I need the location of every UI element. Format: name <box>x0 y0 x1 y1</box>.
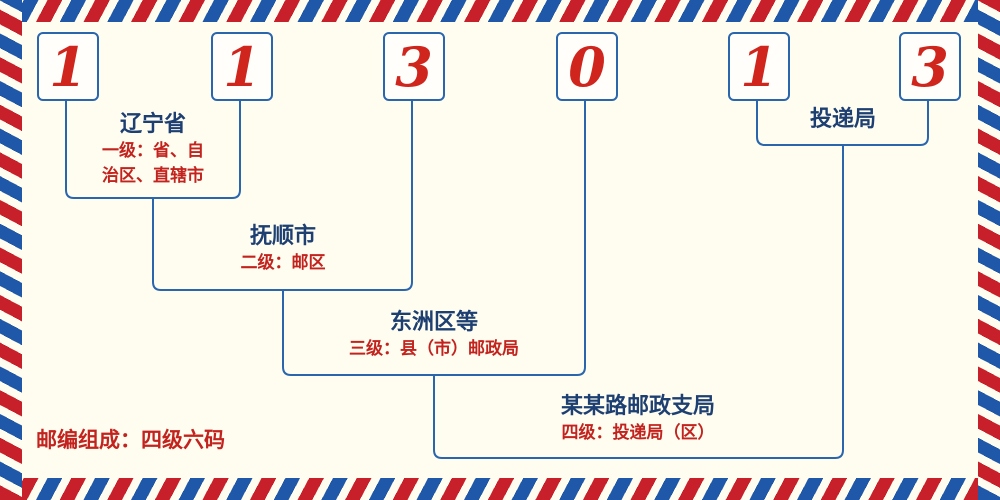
city-title: 抚顺市 <box>249 223 316 248</box>
envelope-stripe-border-right <box>978 0 1000 500</box>
province-level-desc-line1: 一级：省、自 <box>102 141 204 160</box>
digit-6: 3 <box>911 34 949 99</box>
digit-2: 1 <box>223 34 261 99</box>
envelope-stripe-border-left <box>0 0 22 500</box>
branch-label-group: 某某路邮政支局 四级：投递局（区） <box>488 392 788 445</box>
digit-box-1: 1 <box>37 32 99 101</box>
bracket-delivery <box>756 97 929 146</box>
envelope-stripe-border-top <box>0 0 1000 22</box>
digit-box-3: 3 <box>383 32 445 101</box>
city-label-group: 抚顺市 二级：邮区 <box>183 222 383 275</box>
delivery-label-group: 投递局 <box>763 105 923 133</box>
digit-box-2: 1 <box>211 32 273 101</box>
county-title: 东洲区等 <box>389 309 478 334</box>
envelope-stripe-border-bottom <box>0 478 1000 500</box>
digit-3: 3 <box>395 34 433 99</box>
digit-4: 0 <box>568 34 606 99</box>
delivery-title: 投递局 <box>809 106 876 131</box>
digit-5: 1 <box>740 34 778 99</box>
city-level-desc: 二级：邮区 <box>240 253 326 272</box>
county-level-desc: 三级：县（市）邮政局 <box>349 339 519 358</box>
digit-box-4: 0 <box>556 32 618 101</box>
digit-box-5: 1 <box>728 32 790 101</box>
branch-level-desc: 四级：投递局（区） <box>561 423 715 442</box>
composition-note: 邮编组成：四级六码 <box>36 429 225 452</box>
digit-1: 1 <box>49 34 87 99</box>
province-title: 辽宁省 <box>119 111 186 136</box>
branch-title: 某某路邮政支局 <box>560 393 715 418</box>
bracket-branch <box>433 145 844 459</box>
digit-box-6: 3 <box>899 32 961 101</box>
province-level-desc-line2: 治区、直辖市 <box>102 166 204 185</box>
county-label-group: 东洲区等 三级：县（市）邮政局 <box>314 308 554 361</box>
province-label-group: 辽宁省 一级：省、自 治区、直辖市 <box>53 110 253 188</box>
